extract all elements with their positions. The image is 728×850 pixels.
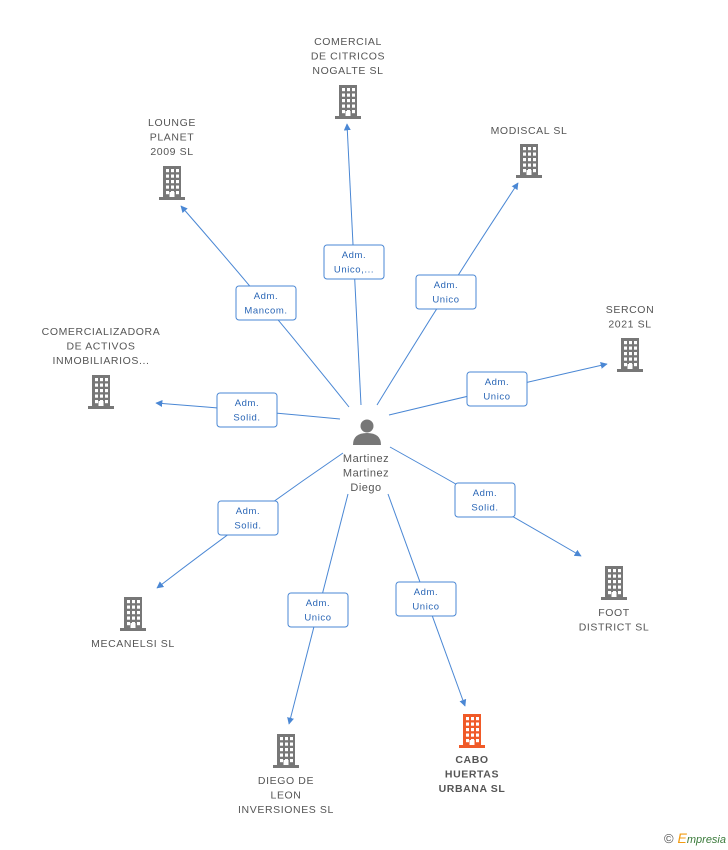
person-icon[interactable]: [353, 419, 381, 446]
company-label-cabo-huertas[interactable]: CABO: [455, 754, 488, 766]
brand-first-letter: E: [677, 830, 687, 846]
company-label-sercon[interactable]: 2021 SL: [608, 319, 651, 331]
role-label-sercon[interactable]: Adm. Unico: [466, 371, 528, 407]
company-label-comercializadora[interactable]: DE ACTIVOS: [66, 341, 135, 353]
company-label-modiscal[interactable]: MODISCAL SL: [491, 125, 568, 137]
role-label-modiscal[interactable]: Adm. Unico: [415, 274, 477, 310]
role-text: Adm.: [414, 587, 439, 598]
company-building-icon[interactable]: [88, 375, 114, 409]
company-label-comercial-de-citricos[interactable]: DE CITRICOS: [311, 51, 385, 63]
brand-footer: ©Empresia: [664, 830, 726, 846]
company-label-lounge-planet[interactable]: LOUNGE: [148, 117, 196, 129]
brand-name: mpresia: [686, 834, 726, 846]
company-building-icon[interactable]: [120, 597, 146, 631]
role-text: Adm.: [473, 488, 498, 499]
company-label-diego-de-leon[interactable]: INVERSIONES SL: [238, 804, 334, 816]
company-building-icon[interactable]: [273, 734, 299, 768]
role-label-cabo-huertas[interactable]: Adm. Unico: [395, 581, 457, 617]
role-text: Unico: [432, 295, 459, 306]
company-label-comercializadora[interactable]: COMERCIALIZADORA: [42, 326, 161, 338]
role-label-comercial-de-citricos[interactable]: Adm. Unico,...: [323, 244, 385, 280]
role-text: Adm.: [342, 250, 367, 261]
person-name-line: Diego: [350, 482, 381, 494]
role-text: Unico,...: [334, 265, 374, 276]
role-text: Adm.: [254, 291, 279, 302]
person-name-line: Martinez: [343, 468, 389, 480]
role-text: Adm.: [434, 280, 459, 291]
company-label-diego-de-leon[interactable]: DIEGO DE: [258, 775, 314, 787]
role-text: Adm.: [306, 598, 331, 609]
company-label-cabo-huertas[interactable]: HUERTAS: [445, 769, 499, 781]
role-label-foot-district[interactable]: Adm. Solid.: [454, 482, 516, 518]
company-label-sercon[interactable]: SERCON: [606, 304, 655, 316]
role-label-mecanelsi[interactable]: Adm. Solid.: [217, 500, 279, 536]
role-text: Unico: [412, 602, 439, 613]
company-label-mecanelsi[interactable]: MECANELSI SL: [91, 638, 175, 650]
company-label-foot-district[interactable]: DISTRICT SL: [579, 622, 650, 634]
company-building-icon[interactable]: [617, 338, 643, 372]
role-text: Solid.: [471, 503, 498, 514]
role-text: Unico: [304, 613, 331, 624]
company-building-icon[interactable]: [459, 714, 485, 748]
company-label-cabo-huertas[interactable]: URBANA SL: [439, 783, 506, 795]
role-label-comercializadora[interactable]: Adm. Solid.: [216, 392, 278, 428]
company-label-diego-de-leon[interactable]: LEON: [271, 790, 302, 802]
role-text: Solid.: [234, 521, 261, 532]
role-text: Unico: [483, 392, 510, 403]
role-text: Adm.: [236, 506, 261, 517]
company-building-icon[interactable]: [159, 166, 185, 200]
company-label-comercial-de-citricos[interactable]: NOGALTE SL: [312, 65, 383, 77]
company-building-icon[interactable]: [601, 566, 627, 600]
role-text: Adm.: [485, 377, 510, 388]
person-name-line: Martinez: [343, 453, 389, 465]
copyright-symbol: ©: [663, 831, 674, 846]
role-text: Adm.: [235, 398, 260, 409]
role-label-lounge-planet[interactable]: Adm. Mancom.: [235, 285, 297, 321]
edge-labels-layer: Adm.Unico,...Adm.Mancom.Adm.UnicoAdm.Sol…: [216, 244, 528, 628]
company-label-lounge-planet[interactable]: PLANET: [150, 132, 194, 144]
role-text: Solid.: [233, 413, 260, 424]
company-label-comercializadora[interactable]: INMOBILIARIOS...: [52, 355, 149, 367]
role-text: Mancom.: [244, 306, 287, 317]
company-label-comercial-de-citricos[interactable]: COMERCIAL: [314, 36, 382, 48]
company-building-icon[interactable]: [335, 85, 361, 119]
company-label-lounge-planet[interactable]: 2009 SL: [150, 146, 193, 158]
company-label-foot-district[interactable]: FOOT: [598, 607, 630, 619]
company-building-icon[interactable]: [516, 144, 542, 178]
role-label-diego-de-leon[interactable]: Adm. Unico: [287, 592, 349, 628]
